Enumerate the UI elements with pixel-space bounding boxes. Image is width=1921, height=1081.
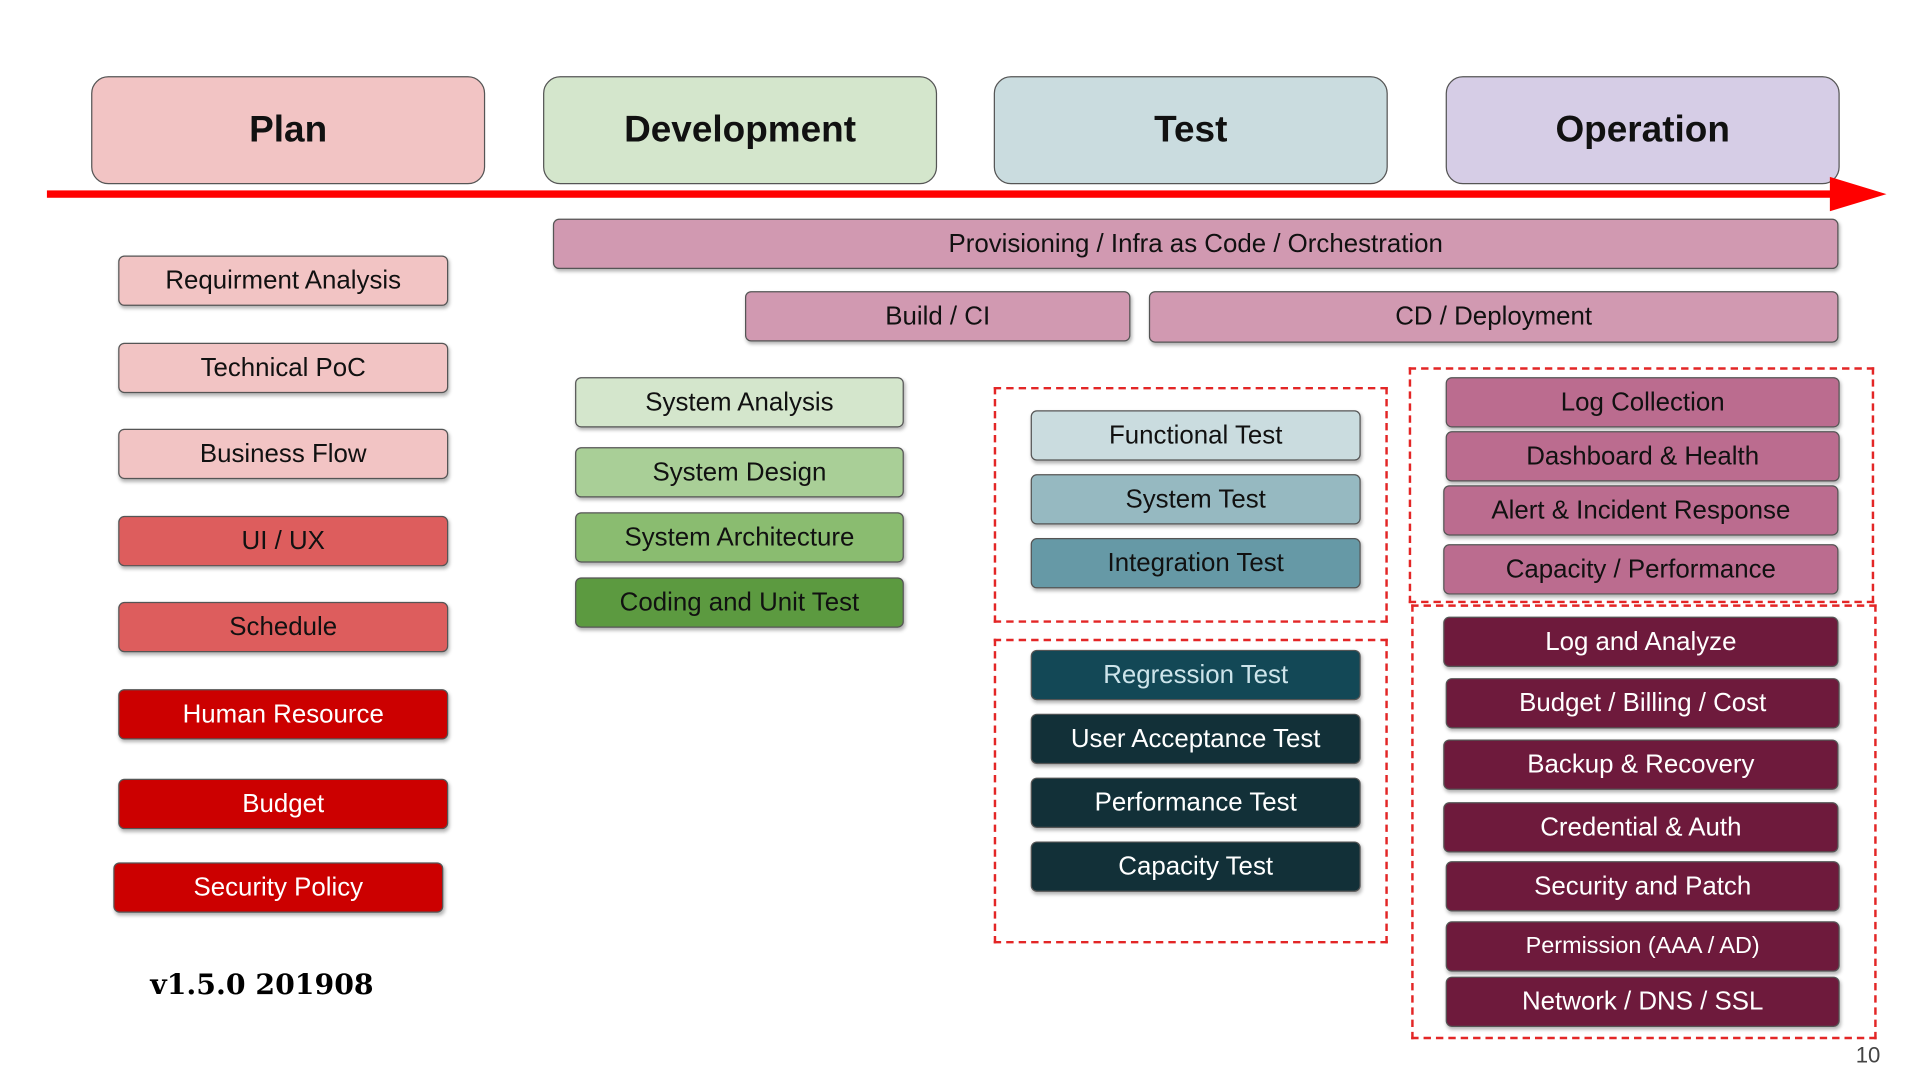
phase-development: Development [543, 76, 938, 185]
plan-item-budget: Budget [118, 778, 449, 830]
timeline-arrow-icon [46, 176, 1887, 212]
ops-item-capacity-performance: Capacity / Performance [1443, 544, 1839, 595]
phase-plan: Plan [91, 76, 486, 185]
plan-item-requirement-analysis: Requirment Analysis [118, 255, 449, 306]
provisioning-bar: Provisioning / Infra as Code / Orchestra… [552, 218, 1839, 270]
phase-operation: Operation [1445, 76, 1840, 185]
ops-item-credential-auth: Credential & Auth [1443, 802, 1839, 853]
ops-item-backup-recovery: Backup & Recovery [1443, 739, 1839, 790]
dev-item-coding-unit-test: Coding and Unit Test [575, 577, 904, 628]
ops-item-log-analyze: Log and Analyze [1443, 616, 1839, 668]
dev-item-system-architecture: System Architecture [575, 512, 904, 563]
ops-item-alert-incident: Alert & Incident Response [1443, 485, 1839, 536]
cd-deployment-bar: CD / Deployment [1148, 291, 1839, 343]
plan-item-ui-ux: UI / UX [118, 515, 449, 567]
dev-item-system-design: System Design [575, 447, 904, 498]
test-item-system: System Test [1030, 474, 1361, 525]
ops-item-security-patch: Security and Patch [1445, 861, 1840, 912]
ops-item-dashboard-health: Dashboard & Health [1445, 431, 1840, 482]
plan-item-security-policy: Security Policy [113, 862, 444, 913]
test-item-functional: Functional Test [1030, 410, 1361, 461]
test-item-regression: Regression Test [1030, 649, 1361, 701]
test-item-user-acceptance: User Acceptance Test [1030, 713, 1361, 765]
test-item-integration: Integration Test [1030, 538, 1361, 589]
test-item-capacity: Capacity Test [1030, 841, 1361, 892]
plan-item-technical-poc: Technical PoC [118, 342, 449, 394]
dev-item-system-analysis: System Analysis [575, 377, 904, 428]
test-item-performance: Performance Test [1030, 777, 1361, 828]
ops-group-2-outline [1411, 604, 1877, 1040]
page-number: 10 [1855, 1042, 1881, 1068]
ops-item-log-collection: Log Collection [1445, 377, 1840, 428]
plan-item-schedule: Schedule [118, 601, 449, 653]
version-label: v1.5.0 201908 [150, 967, 374, 1002]
ops-item-budget-billing-cost: Budget / Billing / Cost [1445, 678, 1840, 729]
ops-group-1-outline [1408, 367, 1875, 604]
plan-item-business-flow: Business Flow [118, 428, 449, 480]
test-group-1-outline [993, 386, 1388, 623]
build-ci-bar: Build / CI [744, 291, 1131, 342]
plan-item-human-resource: Human Resource [118, 689, 449, 740]
test-group-2-outline [993, 638, 1388, 944]
ops-item-network-dns-ssl: Network / DNS / SSL [1445, 976, 1840, 1027]
ops-item-permission: Permission (AAA / AD) [1445, 921, 1840, 972]
phase-test: Test [993, 76, 1388, 185]
